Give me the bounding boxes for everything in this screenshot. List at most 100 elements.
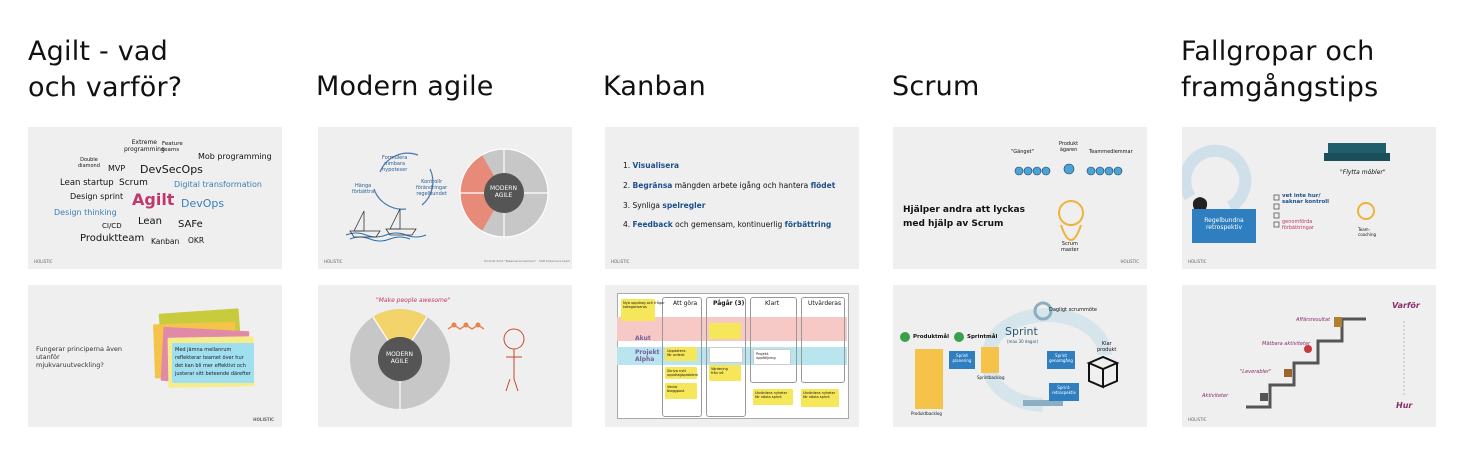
how-label: Hur	[1396, 401, 1413, 410]
brand-logo: HOLISTIC	[611, 259, 630, 264]
principle-2: 2. Begränsa mängden arbete igång och han…	[623, 181, 836, 190]
coaching-label: Team- coaching	[1358, 227, 1377, 237]
question-text: Fungerar principerna även utanför mjukva…	[36, 345, 123, 369]
word-mob: Mob programming	[198, 152, 272, 161]
word-double: Double diamond	[78, 157, 100, 169]
cycle-step: Formulera nimbara hypoteser	[382, 155, 408, 173]
sprint-backlog-label: Sprintbacklog	[977, 375, 1005, 380]
role-label: Teammedlemmar	[1089, 149, 1133, 155]
scrum-tagline: Hjälper andra att lyckas med hjälp av Sc…	[903, 205, 1025, 229]
sticky-note-main: Med jämna mellanrum reflekterar teamet ö…	[172, 343, 254, 383]
col-frame	[750, 297, 797, 383]
word-design-thinking: Design thinking	[54, 208, 117, 217]
stairs-diagram	[1246, 317, 1405, 409]
section-title-kanban: Kanban	[603, 71, 706, 102]
word-digital: Digital transformation	[174, 180, 262, 189]
product-goal: Produktmål	[913, 334, 949, 340]
sprint-review: Sprint genomgång	[1047, 351, 1075, 369]
word-cicd: CI/CD	[102, 222, 122, 230]
column-header: Utvärderas	[808, 300, 842, 307]
brand-logo: HOLISTIC	[1188, 417, 1207, 422]
slide-modern-wheel[interactable]: "Make people awesome" MODERN AGILE	[318, 285, 572, 427]
column-header: Klart	[765, 300, 780, 307]
role-figures	[1014, 163, 1123, 241]
step-label: "Leverabler"	[1240, 369, 1272, 375]
brand-logo: HOLISTIC	[1120, 259, 1139, 264]
brand-logo: HOLISTIC	[1188, 259, 1207, 264]
row-label: Projekt Alpha	[635, 349, 660, 363]
word-design-sprint: Design sprint	[70, 192, 124, 201]
retro-box: Regelbundna retrospektiv	[1192, 209, 1256, 243]
column-header: Att göra	[673, 300, 698, 307]
card: Utvärdera nyheter för nästa sprint	[801, 389, 839, 407]
col-frame	[801, 297, 845, 383]
cycle-step: Hänga förbättra	[352, 183, 375, 195]
sprint-goal: Sprintmål	[967, 334, 998, 340]
word-okr: OKR	[188, 236, 205, 245]
retro-diagram	[1182, 143, 1390, 228]
cycle-diagram	[345, 148, 549, 242]
slide-scrum-roles[interactable]: "Gänget" Produkt ägaren Teammedlemmar Hj…	[893, 127, 1147, 269]
word-mvp: MVP	[108, 164, 126, 173]
word-lean: Lean	[138, 216, 163, 227]
card: Värdering från v6	[709, 365, 741, 381]
no-control-label: vet inte hur/ saknar kontroll	[1282, 193, 1329, 205]
sprint-label: Sprint	[1005, 325, 1038, 338]
card: Nya uppdrag och frågor kategoriseras	[621, 299, 665, 321]
slide-footer: Produkt dirkt "Balanserad Kanban" · Sätt…	[484, 259, 571, 263]
section-title-fallgropar: Fallgropar och framgångstips	[1181, 36, 1379, 103]
move-furniture-label: "Flytta möbler"	[1340, 169, 1386, 176]
word-devops: DevOps	[181, 197, 225, 210]
quote-text: "Make people awesome"	[376, 297, 451, 304]
card	[709, 347, 743, 363]
column-header: Pågår (3)	[713, 300, 745, 307]
daily-scrum-label: Dagligt scrummöte	[1049, 307, 1098, 313]
product-backlog-label: Produktbacklog	[911, 411, 942, 416]
step-label: Affärsresultat	[1296, 317, 1331, 323]
section-title-modern: Modern agile	[316, 71, 494, 102]
why-label: Varför	[1392, 301, 1420, 310]
slide-agile-wordcloud[interactable]: Extreme programming Feature teams Double…	[28, 127, 282, 269]
section-title-scrum: Scrum	[892, 71, 980, 102]
col-frame	[662, 297, 702, 417]
scrum-flow-diagram	[900, 301, 1120, 412]
slide-kanban-principles[interactable]: 1. Visualisera 2. Begränsa mängden arbet…	[605, 127, 859, 269]
slide-fall-stairs[interactable]: Varför Hur Affärsresultat Mätbara aktivi…	[1182, 285, 1436, 427]
principle-3: 3. Synliga spelregler	[623, 201, 706, 210]
brand-logo: HOLISTIC	[253, 417, 274, 422]
slide-scrum-flow[interactable]: Dagligt scrummöte Sprint (max 30 dagar) …	[893, 285, 1147, 427]
word-devsecops: DevSecOps	[140, 163, 203, 176]
slide-agile-question[interactable]: Fungerar principerna även utanför mjukva…	[28, 285, 282, 427]
improvements-label: genomförda förbättringar	[1282, 219, 1314, 231]
word-kanban: Kanban	[151, 237, 180, 246]
card: Utvärdera nyheter för nästa sprint	[753, 389, 793, 405]
principle-1: 1. Visualisera	[623, 161, 680, 170]
word-scrum: Scrum	[119, 178, 148, 188]
word-feature: Feature teams	[162, 141, 183, 153]
word-produktteam: Produktteam	[80, 233, 145, 244]
slide-kanban-board[interactable]: Att göra Pågår (3) Klart Utvärderas Nya …	[605, 285, 859, 427]
word-agilt: Agilt	[132, 190, 175, 209]
role-label: Produkt ägaren	[1059, 141, 1079, 153]
role-label: "Gänget"	[1011, 149, 1034, 155]
brand-logo: HOLISTIC	[324, 259, 343, 264]
row-label: Akut	[635, 335, 651, 342]
slide-modern-cycle[interactable]: Formulera nimbara hypoteser Kontrollr fö…	[318, 127, 572, 269]
wheel-center-label: MODERN AGILE	[386, 351, 413, 365]
modern-wheel	[350, 309, 525, 409]
principle-4: 4. Feedback och gemensam, kontinuerlig f…	[623, 220, 832, 229]
section-title-agilt: Agilt - vad och varför?	[28, 36, 183, 103]
sprint-retro: Sprint- retrospektiv	[1049, 383, 1079, 401]
brand-logo: HOLISTIC	[34, 259, 53, 264]
card: Vecko bloggpost	[665, 383, 697, 399]
card: Projekt- uppföljning	[753, 349, 791, 365]
slide-fall-retro[interactable]: Regelbundna retrospektiv "Flytta möbler"…	[1182, 127, 1436, 269]
sprint-planning: Sprint planering	[949, 351, 975, 369]
done-product-label: Klar produkt	[1097, 341, 1117, 353]
role-label: Scrum master	[1061, 241, 1079, 253]
step-label: Aktiviteter	[1202, 393, 1229, 399]
word-lean-startup: Lean startup	[60, 178, 114, 188]
wheel-center-label: MODERN AGILE	[490, 185, 517, 199]
card: Uppdatera för orderb	[665, 347, 697, 361]
col-frame	[706, 297, 746, 417]
